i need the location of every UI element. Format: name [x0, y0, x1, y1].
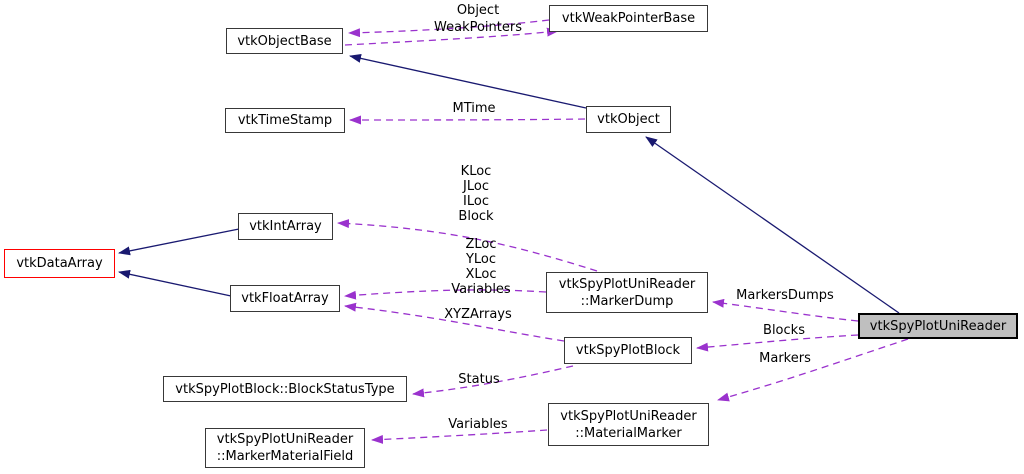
edge-usage-mtime: [349, 115, 586, 125]
edge-usage-markersdumps: [712, 298, 859, 322]
node-markerdump[interactable]: vtkSpyPlotUniReader ::MarkerDump: [546, 272, 708, 313]
node-vtkintarray[interactable]: vtkIntArray: [238, 213, 333, 240]
node-vtkspyplotblock[interactable]: vtkSpyPlotBlock: [564, 337, 692, 364]
node-materialmarker[interactable]: vtkSpyPlotUniReader ::MaterialMarker: [548, 403, 709, 446]
edge-usage-variables: [371, 429, 548, 444]
edge-usage-weakpointers: [344, 27, 559, 46]
node-vtkobjectbase[interactable]: vtkObjectBase: [226, 28, 343, 54]
node-markermaterialfield[interactable]: vtkSpyPlotUniReader ::MarkerMaterialFiel…: [205, 428, 365, 468]
edge-usage-markers: [717, 338, 909, 402]
node-vtkfloatarray[interactable]: vtkFloatArray: [230, 285, 340, 312]
edge-usage-status: [412, 365, 574, 398]
edge-inherit-vtkobject-to-vtkobjectbase: [349, 53, 587, 109]
node-vtktimestamp[interactable]: vtkTimeStamp: [225, 108, 345, 133]
edge-usage-blocks: [696, 334, 859, 352]
node-blockstatustype[interactable]: vtkSpyPlotBlock::BlockStatusType: [163, 376, 407, 402]
edge-inherit-vtkspyplotunireader-to-vtkobject: [645, 136, 900, 314]
node-vtkspyplotunireader-main[interactable]: vtkSpyPlotUniReader: [858, 313, 1018, 339]
node-vtkdataarray[interactable]: vtkDataArray: [4, 249, 115, 278]
edge-usage-markerdump-to-vtkintarray: [337, 219, 598, 272]
edge-usage-xyzarrays: [344, 302, 565, 342]
node-vtkobject[interactable]: vtkObject: [586, 106, 671, 133]
edge-inherit-vtkintarray-to-vtkdataarray: [118, 228, 240, 256]
node-vtkweakpointerbase[interactable]: vtkWeakPointerBase: [549, 5, 708, 32]
edge-inherit-vtkfloatarray-to-vtkdataarray: [118, 269, 232, 297]
edge-usage-markerdump-to-vtkfloatarray: [344, 289, 547, 300]
edge-usage-object: [348, 19, 550, 38]
